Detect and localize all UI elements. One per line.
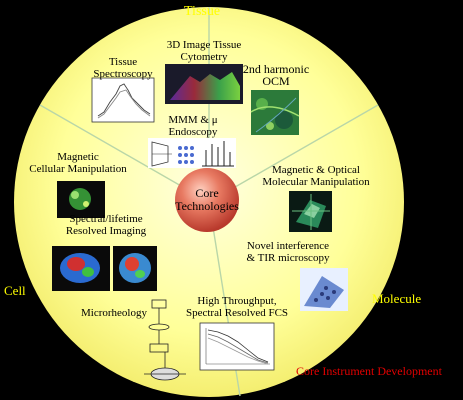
fcs-plot-thumbnail [199,322,275,371]
core-label: Core Technologies [175,187,239,213]
magnetic-optical-label: Magnetic & Optical Molecular Manipulatio… [256,164,376,188]
label-line1: Tissue [108,56,138,68]
magnetic-cellular-label: Magnetic Cellular Manipulation [22,151,134,175]
label-line1: High Throughput, [197,295,277,307]
interference-tir-thumbnail [300,268,348,311]
high-throughput-fcs-label: High Throughput, Spectral Resolved FCS [176,295,298,319]
label-line1: 2nd harmonic [242,62,310,76]
label-line2: OCM [262,74,290,88]
microrheology-thumbnail [144,299,186,381]
label-line2: Cytometry [180,51,228,63]
tissue-spectroscopy-thumbnail [91,77,155,123]
interference-tir-label: Novel interference & TIR microscopy [236,240,340,264]
label-line2: Cellular Manipulation [29,163,127,175]
sector-label-cell: Cell [4,283,26,298]
spectral-lifetime-label: Spectral/lifetime Resolved Imaging [56,213,156,237]
label-line2: Endoscopy [168,126,218,138]
label-line1: 3D Image Tissue [166,39,242,51]
label-line1: Magnetic [57,151,99,163]
mmm-endoscopy-label: MMM & μ Endoscopy [156,114,230,138]
core-sphere [175,168,239,232]
magnetic-optical-thumbnail [289,191,332,232]
tissue-spectroscopy-label: Tissue Spectroscopy [88,56,158,80]
label-line1: Microrheology [81,307,147,319]
sector-label-tissue: Tissue [184,4,221,19]
footer-label: Core Instrument Development [296,364,442,378]
label-line2: Resolved Imaging [65,225,147,237]
core-label-line1: Core [195,186,219,200]
microrheology-label: Microrheology [74,307,154,319]
label-line1: Magnetic & Optical [272,164,360,176]
magnetic-cellular-thumbnail [57,181,105,218]
label-line1: Spectral/lifetime [69,213,143,225]
label-line2: Spectroscopy [93,68,153,80]
label-line2: Spectral Resolved FCS [185,307,289,319]
image-cytometry-thumbnail [165,64,243,104]
label-line2: & TIR microscopy [246,252,330,264]
endoscopy-thumbnail [148,138,236,168]
label-line2: Molecular Manipulation [262,176,370,188]
image-cytometry-label: 3D Image Tissue Cytometry [156,39,252,63]
spectral-lifetime-thumbnail [52,246,157,291]
label-line1: Novel interference [246,240,330,252]
label-line1: MMM & μ [168,114,218,126]
harmonic-ocm-label: 2nd harmonic OCM [236,63,316,87]
sector-label-molecule: Molecule [372,291,422,306]
divider-right [208,104,379,203]
harmonic-ocm-thumbnail [250,90,300,135]
core-label-line2: Technologies [175,199,239,213]
